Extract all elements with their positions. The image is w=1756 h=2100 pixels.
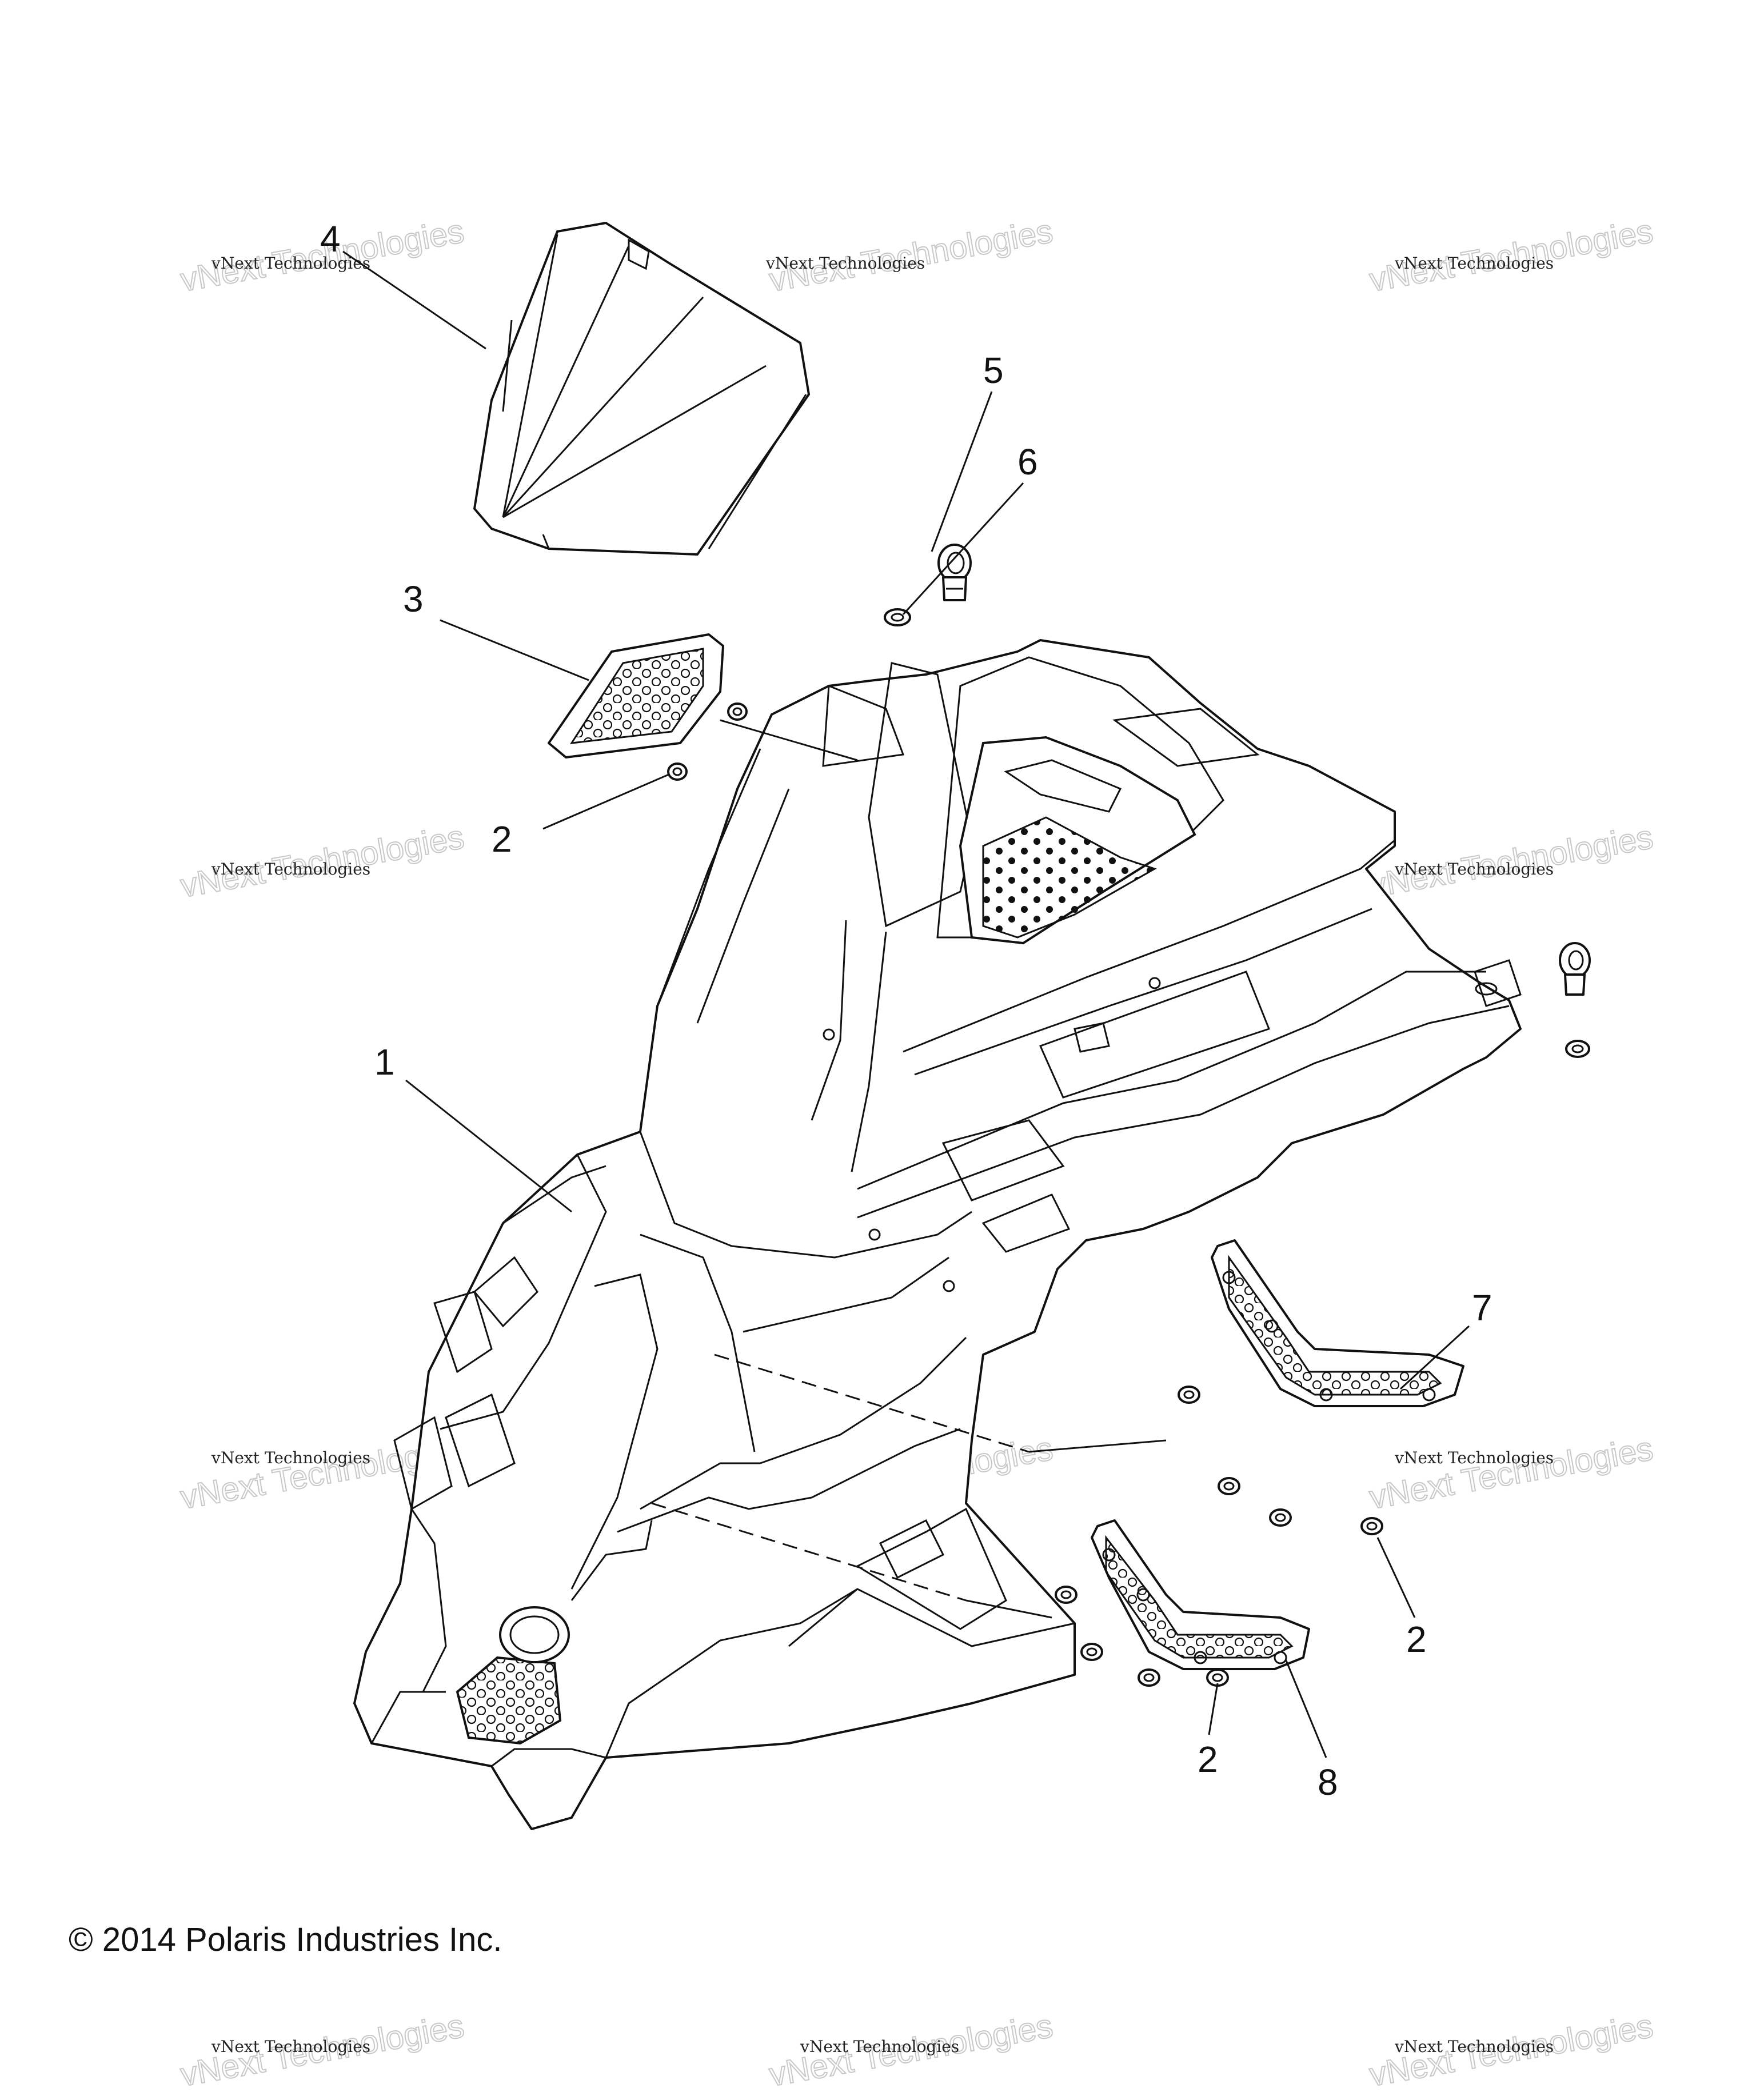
- part-4-windshield: [473, 222, 810, 556]
- watermark-mid-right: vNext Technologies vNext Technologies: [1366, 818, 1657, 905]
- callout-2-right: 2: [1406, 1619, 1427, 1660]
- grommets-part-2-upper: [667, 702, 748, 781]
- svg-text:vNext Technologies: vNext Technologies: [765, 254, 925, 273]
- callout-2-lower: 2: [1198, 1739, 1218, 1780]
- watermark-bottom-left: vNext Technologies vNext Technologies: [177, 2007, 468, 2094]
- svg-text:vNext Technologies: vNext Technologies: [211, 2037, 370, 2056]
- svg-text:vNext Technologies: vNext Technologies: [1367, 1430, 1656, 1516]
- watermark-bottom-right: vNext Technologies vNext Technologies: [1366, 2007, 1657, 2094]
- copyright-notice: © 2014 Polaris Industries Inc.: [69, 1921, 502, 1958]
- callout-2-upper: 2: [492, 819, 512, 860]
- callout-labels: 4 5 6 3 2 1 7 2 2 8: [320, 218, 1492, 1803]
- callout-7: 7: [1472, 1287, 1492, 1328]
- watermark-mid-left: vNext Technologies vNext Technologies: [177, 818, 468, 905]
- part-8-side-vent-lower: [1091, 1519, 1310, 1670]
- svg-text:vNext Technologies: vNext Technologies: [1394, 860, 1554, 879]
- part-7-side-vent-right: [1211, 1239, 1464, 1407]
- svg-text:vNext Technologies: vNext Technologies: [211, 254, 370, 273]
- svg-text:vNext Technologies: vNext Technologies: [1394, 254, 1554, 273]
- part-5-quarter-turn-fastener: [937, 544, 972, 601]
- callout-1: 1: [374, 1041, 395, 1083]
- callout-3: 3: [403, 578, 424, 620]
- part-1-hood-assembly: [353, 639, 1522, 1830]
- svg-text:vNext Technologies: vNext Technologies: [1394, 1448, 1554, 1467]
- part-3-vent-grille: [548, 633, 724, 758]
- svg-text:vNext Technologies: vNext Technologies: [211, 1448, 370, 1467]
- grommets-part-2-lower: [1055, 1586, 1229, 1687]
- callout-8: 8: [1318, 1762, 1338, 1803]
- watermark-bottom-center: vNext Technologies vNext Technologies: [766, 2007, 1056, 2094]
- watermark-lower-right: vNext Technologies vNext Technologies: [1366, 1430, 1657, 1517]
- svg-text:vNext Technologies: vNext Technologies: [211, 860, 370, 879]
- watermark-top-center: vNext Technologies vNext Technologies: [765, 212, 1056, 300]
- svg-text:vNext Technologies: vNext Technologies: [1394, 2037, 1554, 2056]
- svg-text:vNext Technologies: vNext Technologies: [800, 2037, 959, 2056]
- watermark-top-right: vNext Technologies vNext Technologies: [1366, 212, 1657, 300]
- grommets-part-2-right: [1178, 1386, 1383, 1535]
- callout-6: 6: [1017, 441, 1038, 482]
- leader-lines: [342, 250, 1470, 1758]
- callout-4: 4: [320, 218, 341, 259]
- part-5-side-fastener: [1559, 942, 1591, 1058]
- callout-5: 5: [983, 350, 1004, 391]
